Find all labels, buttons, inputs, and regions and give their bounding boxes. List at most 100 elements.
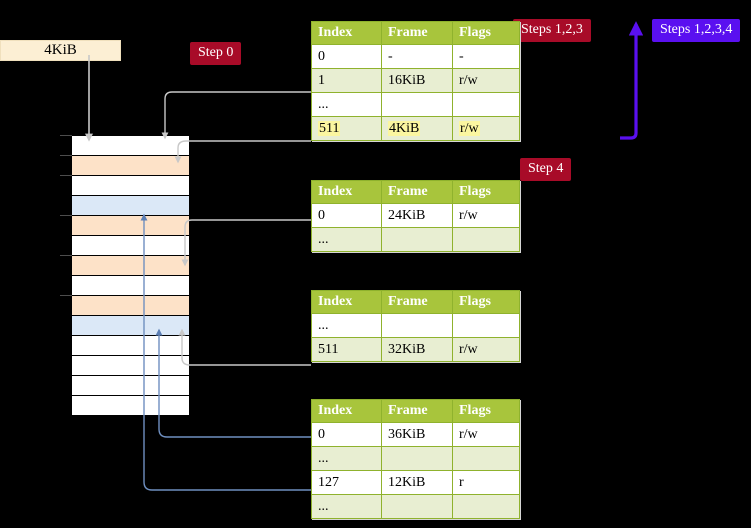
column-header-frame: Frame	[381, 290, 453, 314]
memory-frame-row	[71, 215, 190, 236]
table-cell: -	[452, 44, 520, 69]
table-cell: 127	[311, 470, 382, 495]
table-row: ...	[311, 494, 520, 519]
memory-frame-row	[71, 135, 190, 156]
table-cell: r/w	[452, 116, 520, 141]
memory-frame-row	[71, 175, 190, 196]
connector-table1-to-memory	[181, 219, 311, 267]
table-row: ...	[311, 92, 520, 117]
table-cell: ...	[311, 446, 382, 471]
table-cell	[381, 227, 453, 252]
table-cell: 32KiB	[381, 337, 453, 362]
column-header-flags: Flags	[452, 180, 520, 204]
table-cell: 1	[311, 68, 382, 93]
connector-table0-to-memory	[161, 91, 311, 140]
column-header-flags: Flags	[452, 290, 520, 314]
highlighted-value: 511	[318, 120, 341, 136]
connector-memory-to-table0	[174, 140, 311, 164]
table-cell: r/w	[452, 203, 520, 228]
table-cell	[381, 446, 453, 471]
memory-frame-row	[71, 375, 190, 396]
memory-tick	[60, 255, 72, 256]
table-cell: r/w	[452, 422, 520, 447]
memory-frame-row	[71, 395, 190, 416]
table-cell: 0	[311, 44, 382, 69]
column-header-index: Index	[311, 290, 382, 314]
table-row: ...	[311, 446, 520, 471]
column-header-flags: Flags	[452, 21, 520, 45]
table-cell	[381, 92, 453, 117]
table-cell: r/w	[452, 68, 520, 93]
table-row: ...	[311, 227, 520, 252]
column-header-index: Index	[311, 399, 382, 423]
table-cell	[381, 494, 453, 519]
table-cell	[452, 227, 520, 252]
table-cell: 12KiB	[381, 470, 453, 495]
memory-tick	[60, 155, 72, 156]
memory-tick	[60, 295, 72, 296]
column-header-frame: Frame	[381, 180, 453, 204]
memory-tick	[60, 215, 72, 216]
table-cell: ...	[311, 494, 382, 519]
frame-label-4kib: 4KiB	[0, 40, 121, 61]
table-cell	[381, 313, 453, 338]
table-cell	[452, 446, 520, 471]
connector-table2-to-memory	[178, 328, 311, 366]
column-header-index: Index	[311, 180, 382, 204]
table-cell: r/w	[452, 337, 520, 362]
column-header-frame: Frame	[381, 21, 453, 45]
badge-step-0: Step 0	[190, 42, 242, 65]
badge-steps-1-2-3: Steps 1,2,3	[513, 19, 591, 42]
table-cell: 0	[311, 203, 382, 228]
column-header-frame: Frame	[381, 399, 453, 423]
memory-frame-row	[71, 255, 190, 276]
highlighted-value: r/w	[459, 120, 480, 136]
table-row: ...	[311, 313, 520, 338]
table-cell	[452, 313, 520, 338]
table-cell: 0	[311, 422, 382, 447]
table-cell: 16KiB	[381, 68, 453, 93]
table-cell: 24KiB	[381, 203, 453, 228]
column-header-index: Index	[311, 21, 382, 45]
table-cell: 4KiB	[381, 116, 453, 141]
table-cell: ...	[311, 92, 382, 117]
table-row: 0--	[311, 44, 520, 69]
table-cell	[452, 92, 520, 117]
table-cell: r	[452, 470, 520, 495]
table-row: 511 4KiB r/w	[311, 116, 520, 141]
memory-tick	[60, 135, 72, 136]
memory-frame-row	[71, 335, 190, 356]
table-cell: 511	[311, 116, 382, 141]
memory-tick	[60, 175, 72, 176]
memory-frame-row	[71, 155, 190, 176]
connector-purple-bracket	[620, 21, 644, 140]
table-cell: 511	[311, 337, 382, 362]
physical-memory-column	[71, 135, 190, 416]
memory-frame-row	[71, 295, 190, 316]
table-cell	[452, 494, 520, 519]
table-cell: ...	[311, 227, 382, 252]
memory-frame-row	[71, 235, 190, 256]
table-cell: 36KiB	[381, 422, 453, 447]
column-header-flags: Flags	[452, 399, 520, 423]
memory-frame-row	[71, 355, 190, 376]
highlighted-value: 4KiB	[388, 120, 421, 136]
badge-step-4: Step 4	[520, 158, 572, 181]
table-cell: -	[381, 44, 453, 69]
table-cell: ...	[311, 313, 382, 338]
memory-frame-row	[71, 195, 190, 216]
memory-frame-row	[71, 275, 190, 296]
memory-frame-row	[71, 315, 190, 336]
